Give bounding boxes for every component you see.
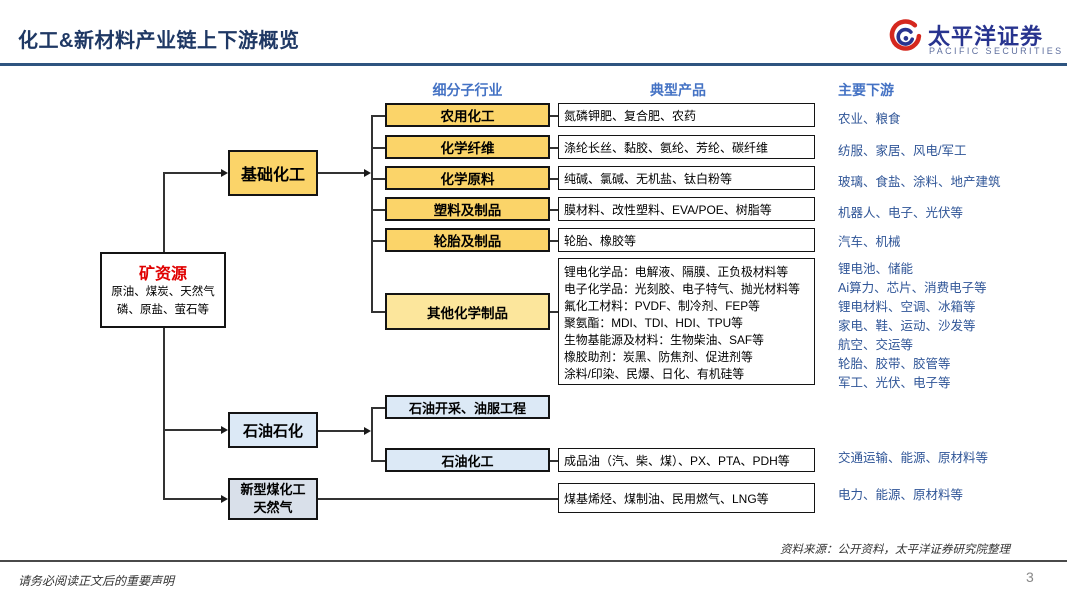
sub-industry-chem-fiber: 化学纤维 (385, 135, 550, 159)
arrowhead-icon (364, 169, 371, 177)
arrowhead-icon (221, 495, 228, 503)
mineral-line1: 原油、煤炭、天然气 (111, 286, 215, 298)
downstream-raw: 玻璃、食盐、涂料、地产建筑 (838, 175, 1001, 189)
other-chem-product-line: 涂料/印染、民爆、日化、有机硅等 (564, 367, 745, 381)
node-coal-chemical-gas: 新型煤化工 天然气 (228, 478, 318, 520)
products-tires: 轮胎、橡胶等 (558, 228, 815, 252)
products-chem-fiber: 涤纶长丝、黏胶、氨纶、芳纶、碳纤维 (558, 135, 815, 159)
node-oil-extraction-services: 石油开采、油服工程 (385, 395, 550, 419)
column-header-sub-industry: 细分子行业 (432, 82, 503, 98)
downstream-item: 家电、鞋、运动、沙发等 (838, 319, 976, 333)
other-chem-product-line: 橡胶助剂：炭黑、防焦剂、促进剂等 (564, 350, 753, 364)
node-petrochemical: 石油石化 (228, 412, 318, 448)
connector-line (318, 430, 364, 432)
column-header-downstream: 主要下游 (838, 82, 894, 98)
logo-company-subtitle: PACIFIC SECURITIES (929, 46, 1064, 56)
node-mineral-resources: 矿资源 原油、煤炭、天然气 磷、原盐、萤石等 (100, 252, 226, 328)
products-agro-chem: 氮磷钾肥、复合肥、农药 (558, 103, 815, 127)
pacific-securities-logo-icon (887, 19, 923, 55)
connector-line (318, 498, 558, 500)
connector-line (550, 147, 558, 149)
page-title: 化工&新材料产业链上下游概览 (18, 30, 300, 52)
downstream-other-chem-list: 锂电池、储能 Ai算力、芯片、消费电子等 锂电材料、空调、冰箱等 家电、鞋、运动… (838, 258, 987, 390)
connector-line (371, 240, 385, 242)
connector-line (550, 240, 558, 242)
connector-line (550, 460, 558, 462)
arrowhead-icon (221, 426, 228, 434)
arrowhead-icon (221, 169, 228, 177)
downstream-item: 锂电材料、空调、冰箱等 (838, 300, 976, 314)
downstream-item: Ai算力、芯片、消费电子等 (838, 281, 987, 295)
connector-line (371, 460, 385, 462)
sub-industry-agro-chem: 农用化工 (385, 103, 550, 127)
footer-divider (0, 560, 1067, 562)
page-number: 3 (1026, 569, 1034, 585)
source-note: 资料来源：公开资料，太平洋证券研究院整理 (780, 542, 1010, 556)
downstream-item: 锂电池、储能 (838, 262, 914, 276)
connector-line (163, 328, 165, 500)
connector-line (371, 115, 385, 117)
connector-line (163, 498, 221, 500)
other-chem-product-line: 氟化工材料：PVDF、制冷剂、FEP等 (564, 299, 760, 313)
downstream-tires: 汽车、机械 (838, 235, 901, 249)
products-other-chem: 锂电化学品：电解液、隔膜、正负极材料等 电子化学品：光刻胶、电子特气、抛光材料等… (558, 258, 815, 385)
node-basic-chemicals: 基础化工 (228, 150, 318, 196)
sub-industry-plastics: 塑料及制品 (385, 197, 550, 221)
other-chem-product-line: 聚氨酯：MDI、TDI、HDI、TPU等 (564, 316, 743, 330)
other-chem-product-line: 电子化学品：光刻胶、电子特气、抛光材料等 (564, 282, 800, 296)
connector-line (550, 115, 558, 117)
connector-line (163, 172, 165, 252)
downstream-coal-chem: 电力、能源、原材料等 (838, 488, 964, 502)
other-chem-product-line: 生物基能源及材料：生物柴油、SAF等 (564, 333, 764, 347)
coal-node-line1: 新型煤化工 (240, 482, 306, 498)
connector-line (371, 178, 385, 180)
connector-line (371, 407, 373, 460)
sub-industry-other-chem: 其他化学制品 (385, 293, 550, 330)
connector-line (163, 172, 221, 174)
downstream-oil-chem: 交通运输、能源、原材料等 (838, 451, 989, 465)
connector-line (550, 209, 558, 211)
downstream-agro: 农业、粮食 (838, 112, 901, 126)
downstream-plastics: 机器人、电子、光伏等 (838, 206, 964, 220)
arrowhead-icon (364, 427, 371, 435)
connector-line (371, 115, 373, 312)
connector-line (318, 172, 364, 174)
connector-line (371, 209, 385, 211)
downstream-item: 轮胎、胶带、胶管等 (838, 357, 951, 371)
connector-line (371, 147, 385, 149)
products-oil-chemical: 成品油（汽、柴、煤）、PX、PTA、PDH等 (558, 448, 815, 472)
node-oil-chemical: 石油化工 (385, 448, 550, 472)
column-header-products: 典型产品 (650, 82, 706, 98)
connector-line (550, 178, 558, 180)
disclaimer-text: 请务必阅读正文后的重要声明 (18, 574, 175, 588)
logo-company-name: 太平洋证券 (928, 24, 1044, 49)
downstream-item: 航空、交运等 (838, 338, 914, 352)
connector-line (371, 311, 385, 313)
connector-line (371, 407, 385, 409)
mineral-line2: 磷、原盐、萤石等 (117, 303, 209, 316)
mineral-title: 矿资源 (138, 266, 187, 283)
downstream-fiber: 纺服、家居、风电/军工 (838, 144, 967, 158)
other-chem-product-line: 锂电化学品：电解液、隔膜、正负极材料等 (564, 265, 789, 279)
products-plastics: 膜材料、改性塑料、EVA/POE、树脂等 (558, 197, 815, 221)
connector-line (550, 311, 558, 313)
downstream-item: 军工、光伏、电子等 (838, 376, 951, 390)
products-coal-chemical: 煤基烯烃、煤制油、民用燃气、LNG等 (558, 483, 815, 513)
coal-node-line2: 天然气 (253, 500, 293, 515)
products-chem-raw: 纯碱、氯碱、无机盐、钛白粉等 (558, 166, 815, 190)
connector-line (163, 429, 221, 431)
sub-industry-chem-raw: 化学原料 (385, 166, 550, 190)
header-divider (0, 63, 1067, 66)
sub-industry-tires: 轮胎及制品 (385, 228, 550, 252)
